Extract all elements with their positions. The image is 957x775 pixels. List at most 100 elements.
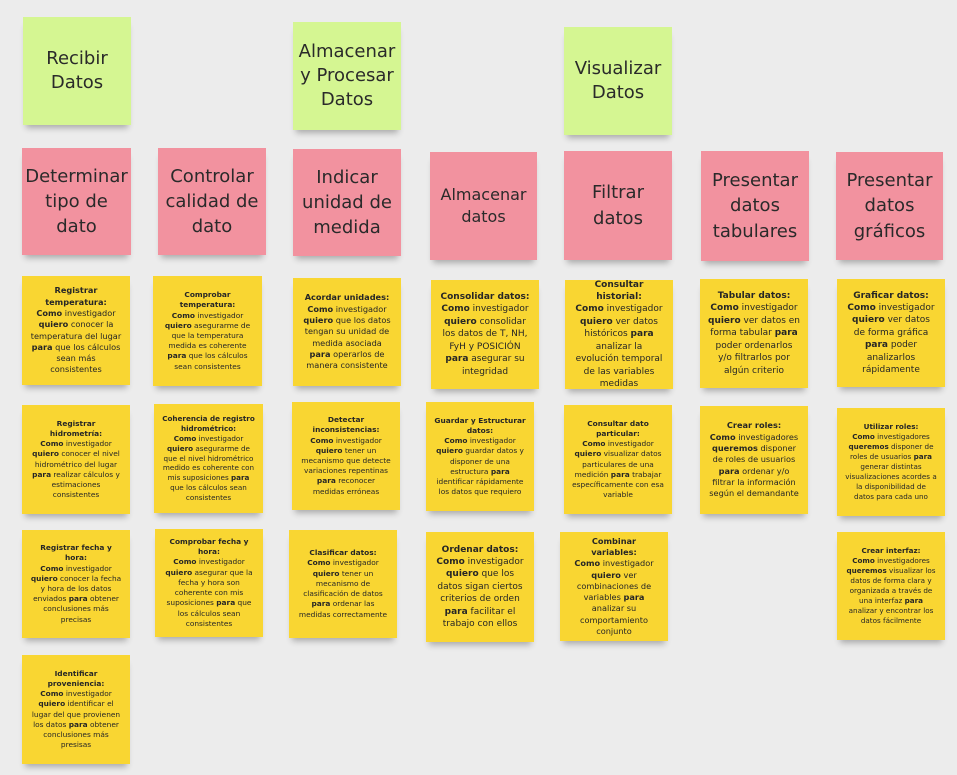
story-note-detectar-inconsistencias[interactable]: Detectar inconsistencias: Como investiga…: [292, 402, 400, 510]
story-role: Como: [173, 433, 197, 443]
story-para-text: reconocer medidas erróneas: [312, 476, 380, 496]
story-para-text: que los cálculos sean consistentes: [177, 598, 252, 628]
story-para: para: [913, 452, 932, 462]
header-text: Almacenar y Procesar Datos: [298, 41, 396, 110]
story-role: Como: [710, 303, 739, 314]
story-title: Detectar inconsistencias:: [312, 415, 380, 435]
story-para: para: [718, 465, 740, 476]
story-want: quiero: [574, 449, 602, 459]
story-role: Como: [574, 558, 601, 569]
story-want-text: asegurarme de que la temperatura medida …: [168, 320, 251, 351]
story-para: para: [610, 469, 630, 479]
story-want: quiero: [580, 316, 613, 327]
story-para-text: que los cálculos sean consistentes: [174, 351, 248, 371]
category-note-filtrar[interactable]: Filtrar datos: [564, 151, 672, 260]
story-note-registrar-fecha-hora[interactable]: Registrar fecha y hora: Como investigado…: [22, 530, 130, 638]
story-para-text: asegurar su integridad: [461, 354, 525, 377]
story-para-text: facilitar el trabajo con ellos: [442, 606, 518, 630]
story-want: queremos: [848, 442, 889, 452]
story-note-registrar-temperatura[interactable]: Registrar temperatura: Como investigador…: [22, 276, 130, 385]
header-note-almacenar-procesar[interactable]: Almacenar y Procesar Datos: [293, 22, 401, 130]
story-text: Consolidar datos: Como investigador quie…: [439, 291, 531, 378]
header-note-recibir[interactable]: Recibir Datos: [23, 17, 131, 125]
story-title: Guardar y Estructurar datos:: [434, 415, 526, 435]
category-note-graficos[interactable]: Presentar datos gráficos: [836, 152, 943, 260]
story-note-acordar-unidades[interactable]: Acordar unidades: Como investigador quie…: [293, 278, 401, 386]
story-note-consultar-particular[interactable]: Consultar dato particular: Como investig…: [564, 405, 672, 514]
story-text: Registrar hidrometría: Como investigador…: [30, 419, 122, 501]
story-want-text: ver datos en forma tabular: [710, 315, 801, 339]
story-role-text: investigador: [63, 563, 112, 573]
story-role: Como: [307, 303, 334, 314]
category-note-almacenar[interactable]: Almacenar datos: [430, 152, 537, 260]
story-role: Como: [847, 302, 876, 313]
story-want-text: consolidar los datos de T, NH, FyH y POS…: [442, 316, 528, 352]
category-note-determinar[interactable]: Determinar tipo de dato: [22, 148, 131, 255]
story-note-consolidar-datos[interactable]: Consolidar datos: Como investigador quie…: [431, 280, 539, 389]
story-role-text: investigador: [333, 435, 382, 445]
story-role-text: investigadores: [735, 431, 799, 442]
story-text: Detectar inconsistencias: Como investiga…: [300, 415, 392, 497]
story-role: Como: [441, 304, 470, 315]
story-note-ordenar-datos[interactable]: Ordenar datos: Como investigador quiero …: [426, 532, 534, 642]
story-role-text: investigador: [62, 307, 116, 318]
story-note-graficar-datos[interactable]: Graficar datos: Como investigador quiero…: [837, 279, 945, 387]
category-note-tabulares[interactable]: Presentar datos tabulares: [701, 151, 809, 261]
story-note-clasificar-datos[interactable]: Clasificar datos: Como investigador quie…: [289, 530, 397, 638]
story-para-text: analizar y encontrar los datos fácilment…: [848, 605, 934, 625]
story-note-tabular-datos[interactable]: Tabular datos: Como investigador quiero …: [700, 279, 808, 388]
story-role-text: investigador: [330, 558, 379, 568]
story-role-text: investigadores: [874, 556, 930, 566]
story-para-text: analizar su comportamiento conjunto: [580, 603, 648, 637]
story-text: Tabular datos: Como investigador quiero …: [708, 290, 800, 377]
story-para: para: [309, 348, 331, 359]
story-role-text: investigador: [469, 304, 529, 315]
story-para-text: obtener conclusiones más presisas: [43, 719, 119, 750]
story-para: para: [316, 476, 336, 486]
story-text: Consultar dato particular: Como investig…: [572, 419, 664, 501]
story-note-crear-interfaz[interactable]: Crear interfaz: Como investigadores quer…: [837, 532, 945, 640]
story-title: Acordar unidades:: [304, 292, 390, 303]
story-note-comprobar-fecha-hora[interactable]: Comprobar fecha y hora: Como investigado…: [155, 529, 263, 637]
story-role: Como: [575, 304, 604, 315]
story-text: Coherencia de registro hidrométrico: Com…: [162, 414, 255, 503]
story-note-crear-roles[interactable]: Crear roles: Como investigadores queremo…: [700, 406, 808, 514]
story-want: quiero: [591, 569, 621, 580]
story-want: quiero: [852, 315, 885, 326]
story-role-text: investigador: [738, 303, 798, 314]
story-para-text: realizar cálculos y estimaciones consist…: [51, 469, 120, 500]
story-title: Consolidar datos:: [440, 292, 530, 303]
story-note-registrar-hidrometria[interactable]: Registrar hidrometría: Como investigador…: [22, 405, 130, 514]
story-text: Registrar fecha y hora: Como investigado…: [30, 543, 122, 625]
story-note-guardar-estructurar[interactable]: Guardar y Estructurar datos: Como invest…: [426, 402, 534, 511]
header-text: Visualizar Datos: [574, 58, 662, 103]
story-para-text: generar distintas visualizaciones acorde…: [845, 462, 937, 501]
story-note-utilizar-roles[interactable]: Utilizar roles: Como investigadores quer…: [837, 408, 945, 516]
category-note-indicar[interactable]: Indicar unidad de medida: [293, 149, 401, 256]
story-want-text: ver datos de forma gráfica: [853, 315, 930, 338]
story-note-identificar-proveniencia[interactable]: Identificar proveniencia: Como investiga…: [22, 655, 130, 764]
story-para-text: ordenar y/o filtrar la información según…: [709, 465, 799, 499]
story-note-combinar-variables[interactable]: Combinar variables: Como investigador qu…: [560, 532, 668, 641]
story-want-text: ver combinaciones de variables: [576, 569, 652, 603]
story-want-text: asegurarme de que el nivel hidrométrico …: [162, 443, 255, 483]
story-want: quiero: [164, 320, 192, 330]
story-text: Registrar temperatura: Como investigador…: [30, 285, 122, 376]
story-note-comprobar-temperatura[interactable]: Comprobar temperatura: Como investigador…: [153, 276, 262, 386]
story-para: para: [623, 592, 645, 603]
story-note-consultar-historial[interactable]: Consultar historial: Como investigador q…: [565, 280, 673, 389]
category-note-controlar[interactable]: Controlar calidad de dato: [158, 148, 266, 255]
story-para-text: obtener conclusiones más precisas: [43, 594, 119, 624]
story-role: Como: [40, 689, 64, 699]
story-para: para: [68, 719, 88, 729]
story-role-text: investigador: [63, 689, 112, 699]
category-text: Almacenar datos: [440, 184, 527, 226]
story-para-text: operarlos de manera consistente: [306, 348, 388, 371]
story-para: para: [864, 340, 888, 351]
story-want-text: que los datos tengan su unidad de medida…: [304, 315, 391, 348]
header-note-visualizar[interactable]: Visualizar Datos: [564, 27, 672, 135]
story-role-text: investigador: [603, 304, 663, 315]
story-want: quiero: [38, 699, 66, 709]
story-note-coherencia-hidrometrico[interactable]: Coherencia de registro hidrométrico: Com…: [154, 404, 263, 513]
story-para: para: [445, 354, 469, 365]
